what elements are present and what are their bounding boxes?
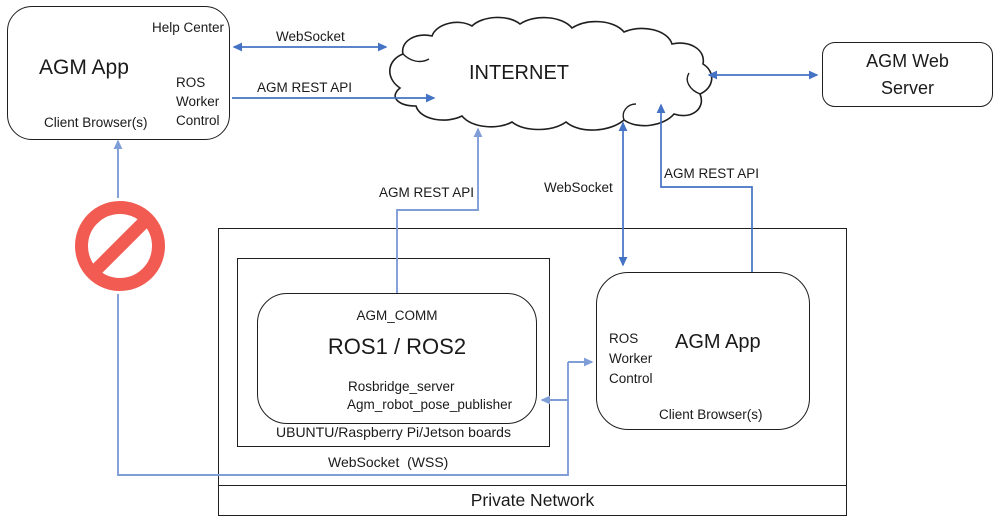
client-browsers-label: Client Browser(s) — [44, 115, 148, 130]
help-center-label: Help Center — [151, 20, 224, 35]
agm-comm-label: AGM_COMM — [356, 308, 438, 323]
agm-app-right-title: AGM App — [675, 331, 761, 353]
no-entry-icon — [71, 198, 168, 294]
internet-label: INTERNET — [469, 62, 569, 84]
ros-title: ROS1 / ROS2 — [327, 334, 467, 359]
no-entry-ring — [74, 201, 165, 291]
rosbridge-server-label: Rosbridge_server — [348, 379, 455, 394]
agm-app-left-title: AGM App — [39, 56, 129, 79]
node-agm-web-server: AGM Web Server — [822, 42, 993, 107]
cloud-detail-arc — [686, 72, 701, 95]
ros-worker-control-label: ROS Worker Control — [609, 331, 653, 386]
no-entry-slash — [91, 218, 148, 274]
client-browsers-label: Client Browser(s) — [659, 407, 763, 422]
agm-web-server-title: AGM Web Server — [866, 51, 949, 98]
edge-label-rest-api-top: AGM REST API — [257, 80, 353, 95]
private-network-label: Private Network — [470, 490, 595, 510]
ros-worker-control-label: ROS Worker Control — [176, 75, 220, 128]
agm-robot-pose-publisher-label: Agm_robot_pose_publisher — [347, 397, 513, 412]
node-ros-box: AGM_COMM ROS1 / ROS2 Rosbridge_server Ag… — [257, 293, 537, 424]
cloud-detail-arc — [622, 103, 637, 121]
edge-label-websocket-top: WebSocket — [276, 29, 345, 44]
node-agm-app-left: Help Center AGM App ROS Worker Control C… — [7, 6, 230, 140]
edge-label-rest-api-right: AGM REST API — [664, 166, 760, 181]
edge-label-websocket-wss: WebSocket (WSS) — [328, 454, 449, 470]
edge-label-websocket-mid: WebSocket — [544, 180, 613, 195]
edge-label-rest-api-left: AGM REST API — [379, 185, 475, 200]
node-agm-app-right: ROS Worker Control AGM App Client Browse… — [596, 272, 810, 430]
ubuntu-board-label: UBUNTU/Raspberry Pi/Jetson boards — [276, 424, 511, 440]
cloud-detail-arc — [402, 53, 430, 63]
private-network-band: Private Network — [219, 485, 846, 515]
